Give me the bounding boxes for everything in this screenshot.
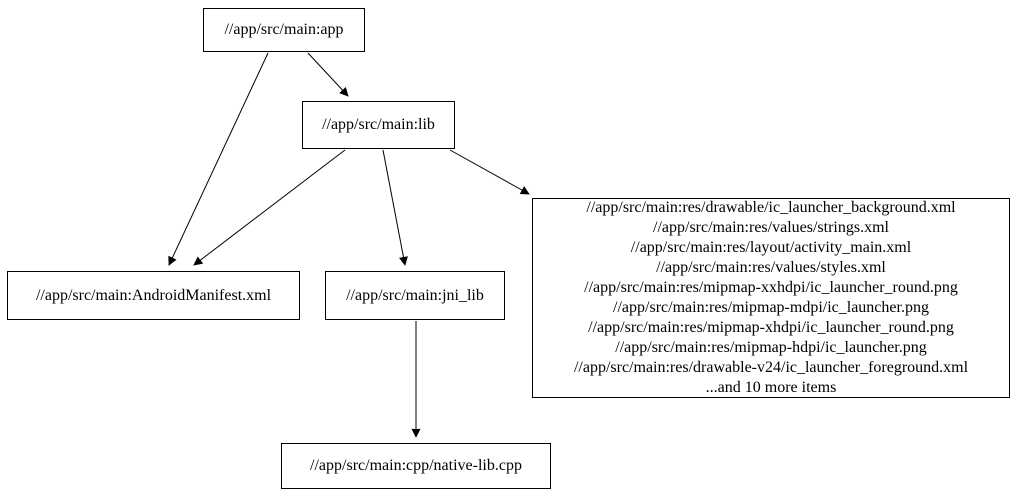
graph-node-android-manifest: //app/src/main:AndroidManifest.xml [7, 271, 300, 320]
resource-item: //app/src/main:res/layout/activity_main.… [630, 239, 912, 256]
edge-app-to-lib [307, 52, 349, 97]
edge-lib-to-resources [449, 149, 530, 195]
edge-lib-to-manifest [193, 149, 346, 266]
resource-item: //app/src/main:res/drawable-v24/ic_launc… [573, 359, 969, 376]
resource-item: //app/src/main:res/drawable/ic_launcher_… [586, 199, 956, 216]
graph-node-resources-group: //app/src/main:res/drawable/ic_launcher_… [532, 198, 1010, 398]
resource-item: //app/src/main:res/mipmap-mdpi/ic_launch… [613, 299, 929, 316]
resource-item: //app/src/main:res/values/styles.xml [656, 259, 886, 276]
graph-node-jni-lib-label: //app/src/main:jni_lib [346, 286, 484, 304]
resource-item: //app/src/main:res/mipmap-hdpi/ic_launch… [615, 339, 927, 356]
resource-item: //app/src/main:res/mipmap-xxhdpi/ic_laun… [584, 279, 958, 296]
graph-node-native-lib-cpp: //app/src/main:cpp/native-lib.cpp [281, 443, 551, 489]
graph-node-lib-label: //app/src/main:lib [322, 116, 435, 133]
graph-node-app-label: //app/src/main:app [224, 21, 344, 38]
graph-node-app: //app/src/main:app [203, 8, 365, 52]
edge-lib-to-jni-lib [382, 149, 408, 266]
graph-node-native-lib-cpp-label: //app/src/main:cpp/native-lib.cpp [310, 457, 522, 474]
graph-node-android-manifest-label: //app/src/main:AndroidManifest.xml [35, 286, 272, 304]
resource-item: //app/src/main:res/values/strings.xml [653, 219, 889, 236]
graph-node-lib: //app/src/main:lib [302, 101, 455, 149]
edge-app-to-manifest [168, 52, 269, 266]
resource-item: //app/src/main:res/mipmap-xhdpi/ic_launc… [588, 319, 954, 336]
resource-more-items-note: ...and 10 more items [705, 379, 837, 396]
graph-node-jni-lib: //app/src/main:jni_lib [325, 271, 505, 320]
